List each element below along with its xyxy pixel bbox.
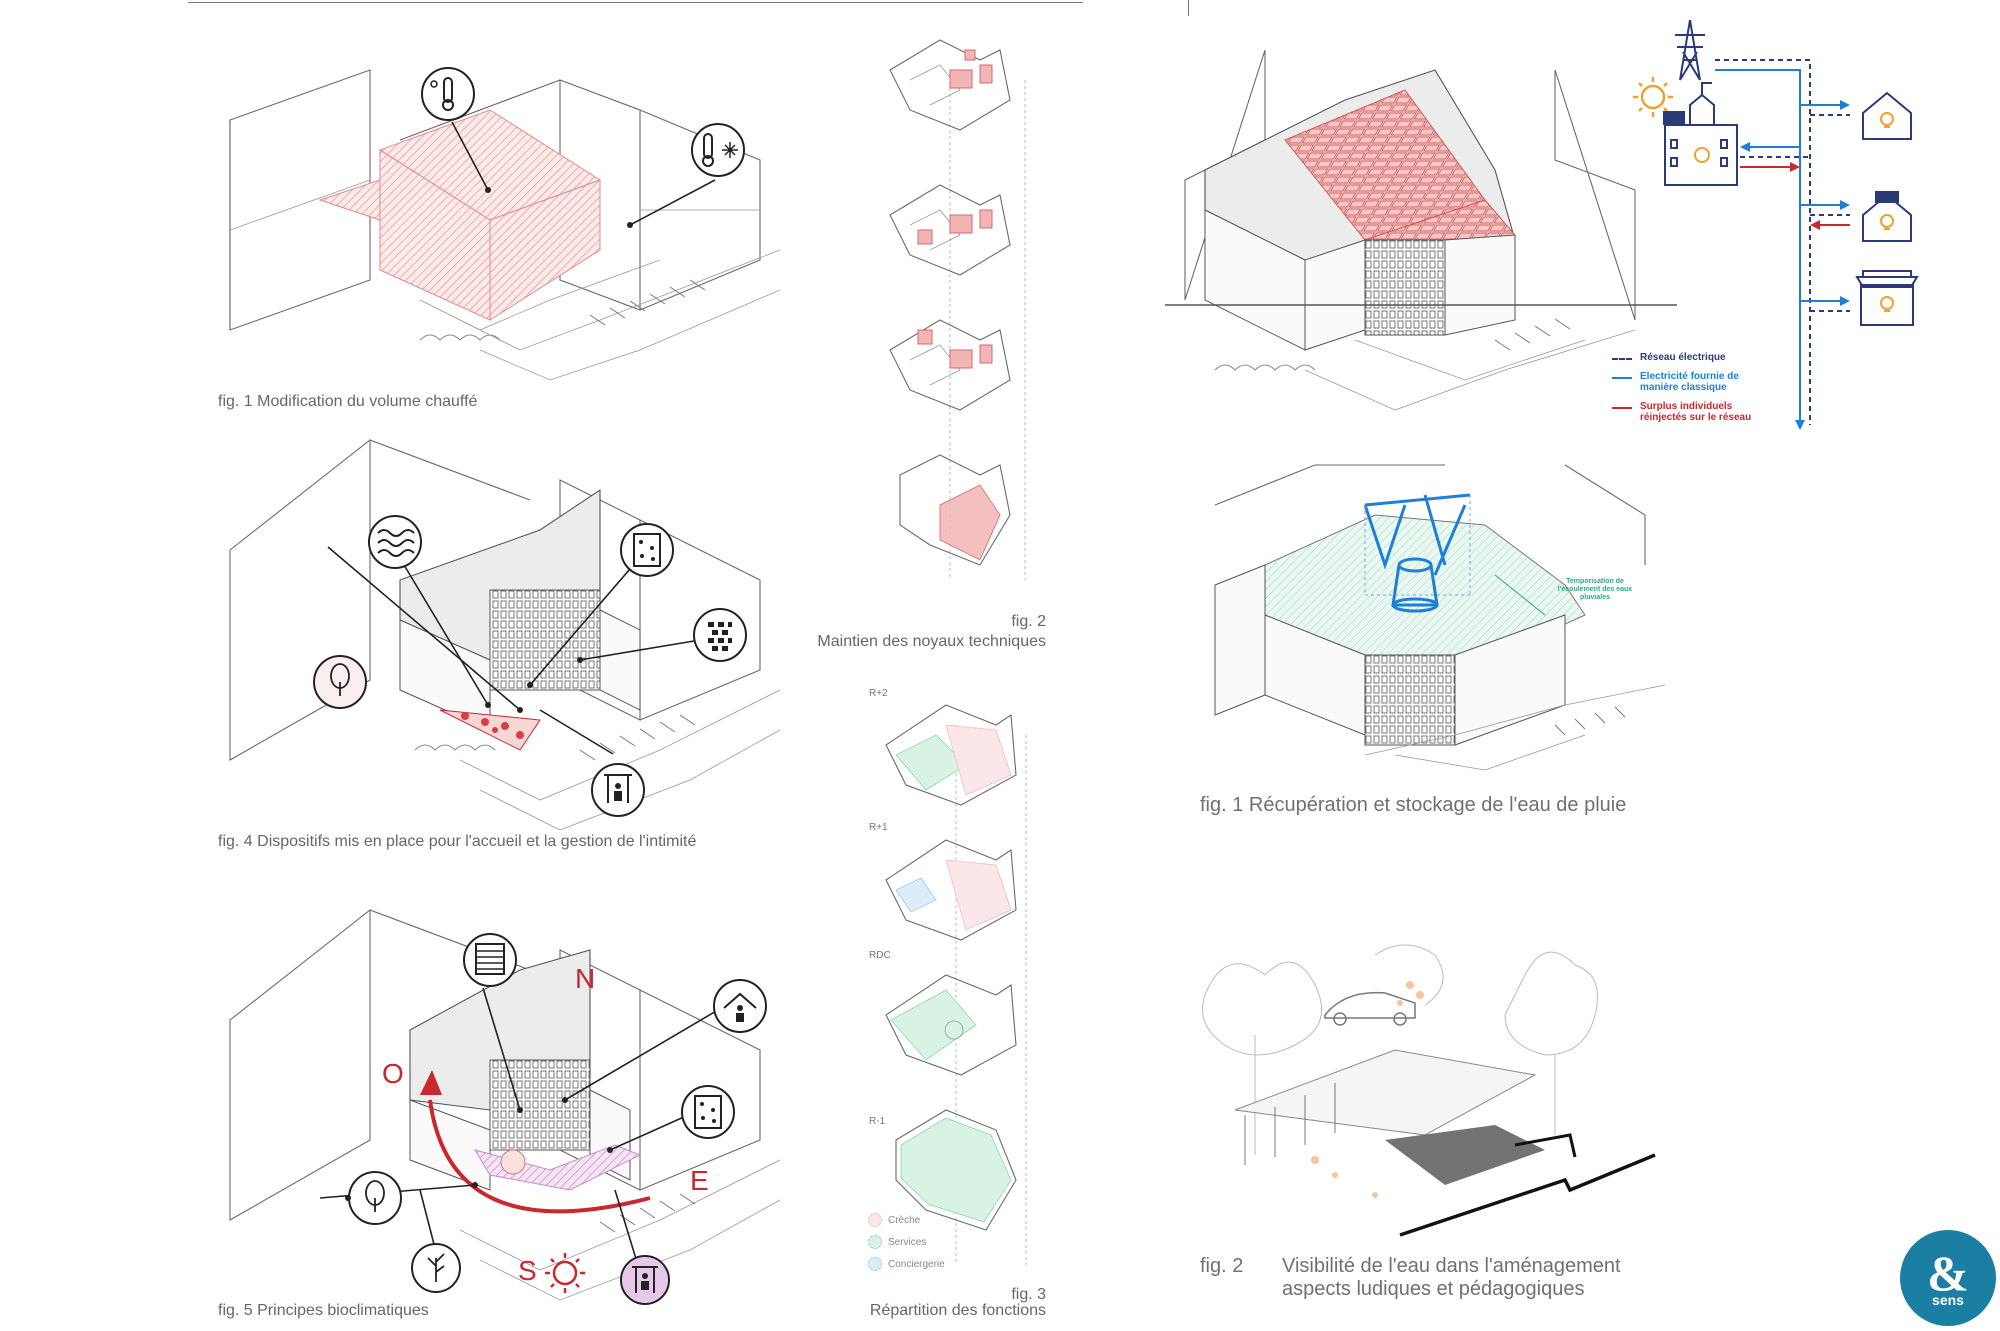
surplus-line-swatch [1612,407,1632,409]
water-caption-number: fig. 2 [1200,1255,1244,1277]
fig1-heated-volume-diagram [229,67,780,381]
fig2-caption: Maintien des noyaux techniques [817,633,1046,650]
fig2-technical-cores-diagram [889,39,1026,580]
network-legend: Réseau électrique Electricité fournie de… [1612,352,1792,423]
school-solar-icon [1663,82,1738,186]
rainwater-building-diagram [1214,464,1665,771]
legend-item-services: Services [868,1235,945,1249]
legend-item-grid: Réseau électrique [1612,352,1792,363]
floor-label-r2: R+2 [869,688,888,699]
compass-west-label: O [382,1058,404,1089]
perforated-panel-icon [620,523,674,577]
creche-swatch [868,1213,882,1227]
fig2-floor-plan [899,454,1011,566]
water-caption-line1: Visibilité de l'eau dans l'aménagement [1282,1255,1621,1277]
water-waves-icon [368,515,422,569]
rain-caption: fig. 1 Récupération et stockage de l'eau… [1200,794,1627,816]
sens-logo: & sens [1900,1230,1996,1326]
legend-item-surplus: Surplus individuels réinjectés sur le ré… [1612,401,1792,423]
bare-tree-icon [411,1243,461,1293]
house-solar-bulb-icon [1862,191,1912,242]
energy-network-diagram [1633,19,1919,430]
tree-icon [313,655,367,709]
sun-icon [1633,77,1673,117]
fig3-floor-plan [885,704,1017,806]
fig3-floor-plan [885,839,1017,941]
function-legend: Crèche Services Conciergerie [868,1213,945,1271]
fig2-floor-plan [889,39,1011,131]
fig5-caption: fig. 5 Principes bioclimatiques [218,1302,429,1319]
house-bulb-icon [1862,91,1912,140]
fig4-caption: fig. 4 Dispositifs mis en place pour l'a… [218,833,697,850]
floor-label-r1: R+1 [869,822,888,833]
fig3-functions-diagram [885,704,1027,1265]
fig2-number: fig. 2 [1011,613,1046,630]
fig2-floor-plan [889,184,1011,276]
fig3-caption: Répartition des fonctions [869,1302,1046,1319]
sun-icon [545,1253,585,1293]
thermometer-sun-icon [421,67,475,121]
water-visibility-sketch [1202,944,1656,1237]
deciduous-tree-icon [345,1171,402,1225]
compass-north-label: N [575,963,596,994]
fig4-privacy-devices-diagram [229,438,780,830]
compass-east-label: E [690,1165,709,1196]
classic-line-swatch [1612,377,1632,379]
floor-label-r1-basement: R-1 [869,1116,886,1127]
floor-label-rdc: RDC [869,950,891,961]
fig5-bioclimatic-diagram [229,908,780,1305]
entrance-person-icon [591,763,645,817]
perforated-panel-icon [681,1085,735,1139]
window-blinds-icon [463,933,517,987]
services-swatch [868,1235,882,1249]
water-timing-annotation: Temporisation de l'écoulement des eaux p… [1557,578,1633,601]
thermometer-snow-icon [691,123,745,177]
solar-roof-building-diagram [1165,49,1677,411]
shop-bulb-icon [1855,270,1919,326]
top-rule-left [188,2,1083,3]
fig3-floor-plan [895,1109,1017,1231]
logo-text: sens [1932,1292,1964,1308]
grid-line-swatch [1612,358,1632,360]
legend-item-classic: Electricité fournie de manière classique [1612,371,1792,393]
legend-item-conciergerie: Conciergerie [868,1257,945,1271]
fig3-number: fig. 3 [1011,1286,1046,1303]
house-person-icon [713,979,767,1033]
fig2-floor-plan [889,319,1011,411]
top-rule-tick [1188,0,1189,16]
fig3-floor-plan [885,974,1017,1076]
entrance-person-icon [620,1255,670,1305]
legend-item-creche: Crèche [868,1213,945,1227]
water-caption-line2: aspects ludiques et pédagogiques [1282,1278,1585,1300]
ampersand-mark: & [1927,1245,1969,1301]
compass-south-label: S [518,1255,537,1286]
power-pylon-icon [1675,19,1705,81]
fig1-caption: fig. 1 Modification du volume chauffé [218,393,478,410]
conciergerie-swatch [868,1257,882,1271]
brick-screen-icon [693,608,747,662]
